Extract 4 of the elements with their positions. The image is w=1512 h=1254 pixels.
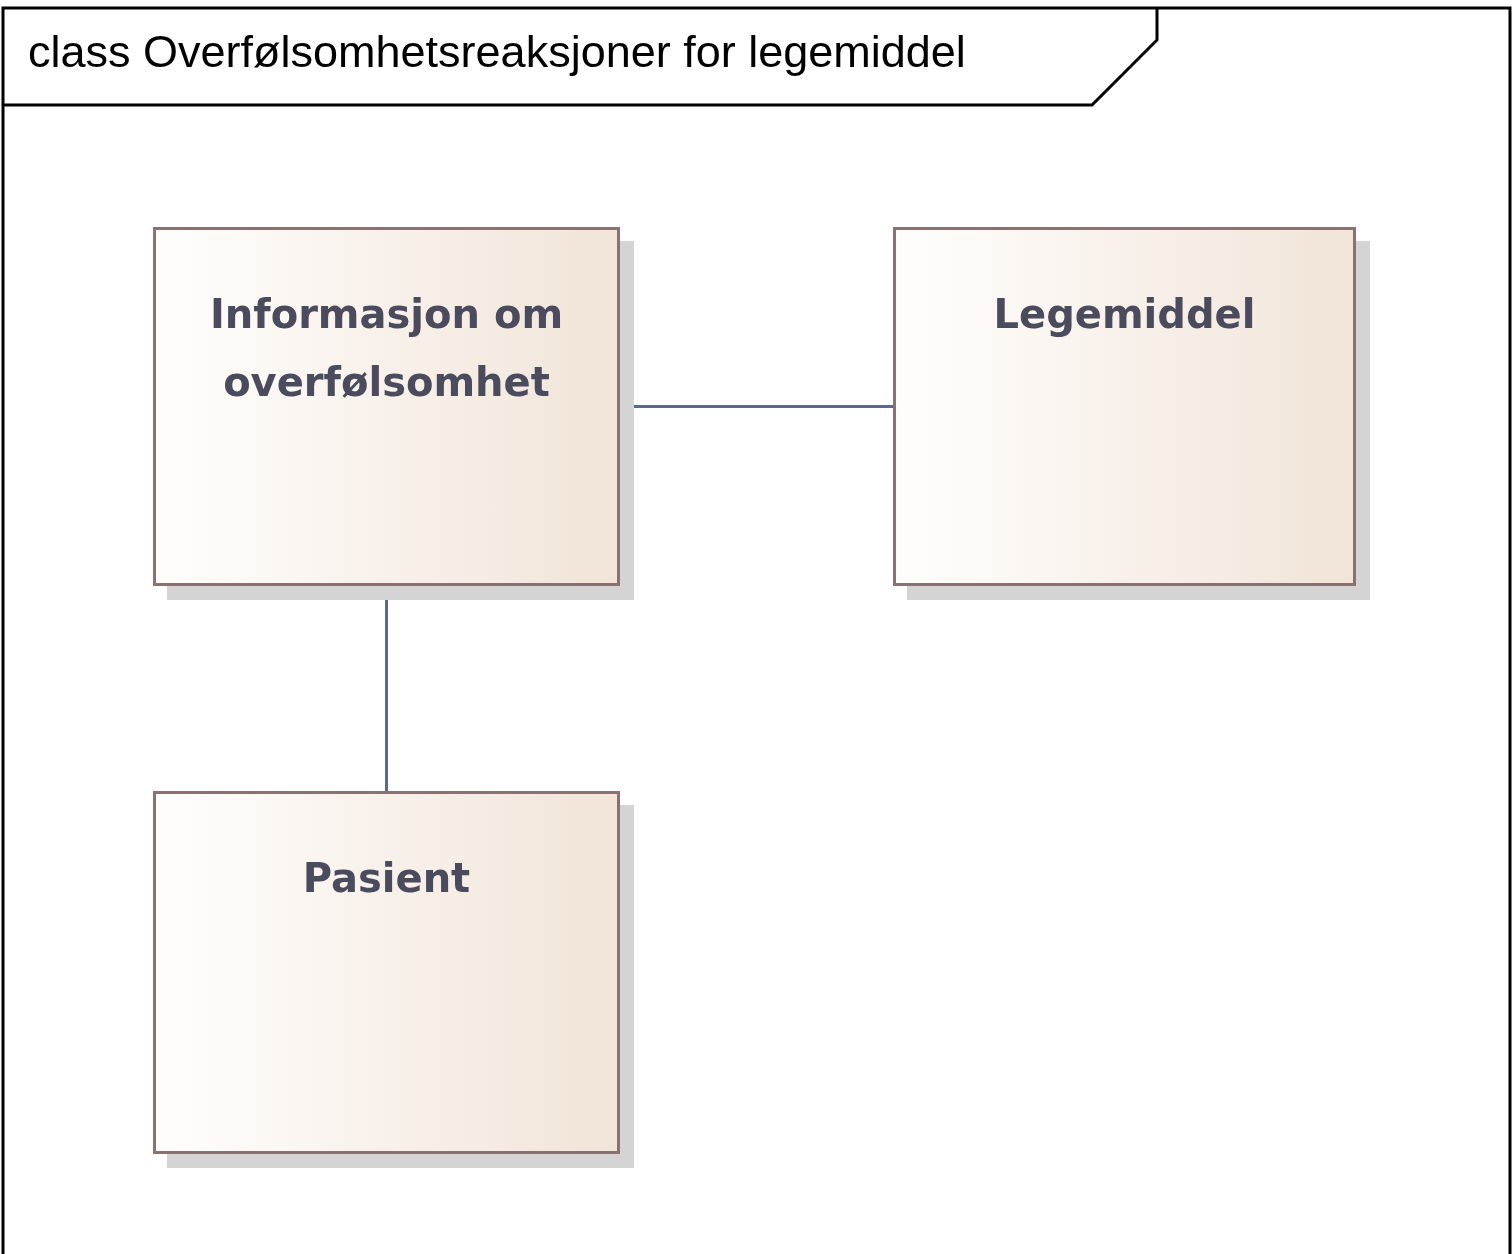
class-name: Informasjon om overfølsomhet: [208, 290, 565, 407]
class-name: Legemiddel: [992, 290, 1257, 339]
class-name: Pasient: [301, 854, 472, 903]
diagram-title: class Overfølsomhetsreaksjoner for legemiddel: [28, 26, 966, 78]
